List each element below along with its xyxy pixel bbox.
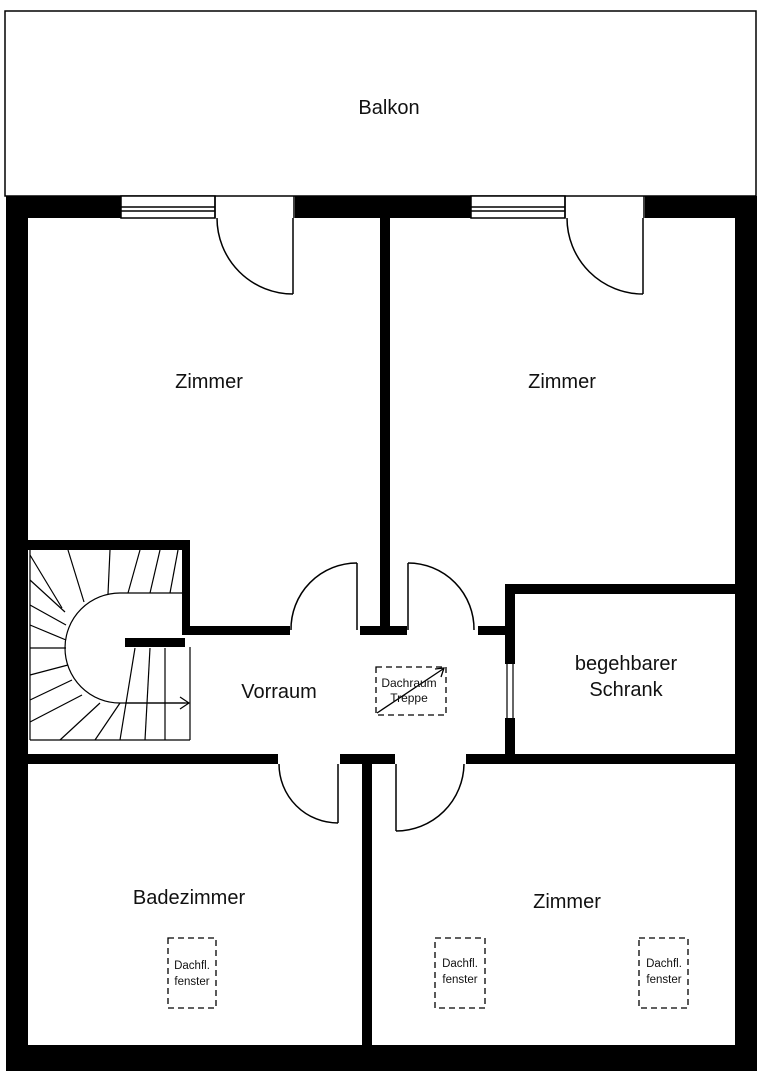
staircase — [29, 549, 191, 741]
door-balcony-left — [214, 196, 295, 295]
skylight-label-line1: Dachfl. — [174, 960, 210, 972]
door-hall-left-room — [290, 562, 358, 631]
attic-stair-hatch — [375, 666, 447, 716]
attic-stair-label-line2: Treppe — [390, 691, 428, 705]
closet-sliding-door — [506, 664, 514, 718]
door-bathroom — [278, 763, 339, 824]
skylight-room-2 — [638, 937, 689, 1009]
door-balcony-right — [564, 196, 645, 295]
skylight-bathroom — [167, 937, 217, 1009]
window-left — [120, 195, 216, 219]
interior-walls — [28, 218, 735, 1045]
skylight-label-line1: Dachfl. — [646, 958, 682, 970]
balcony-label: Balkon — [358, 97, 419, 119]
attic-stair-label-line1: Dachraum — [381, 676, 436, 690]
skylight-label-line2: fenster — [646, 974, 681, 986]
hallway-label: Vorraum — [241, 681, 317, 703]
closet-label-line2: Schrank — [589, 679, 663, 701]
door-room-bottom-right — [395, 763, 465, 832]
skylight-label-line2: fenster — [442, 974, 477, 986]
room-top-left-label: Zimmer — [175, 371, 243, 393]
skylight-room-1 — [434, 937, 486, 1009]
outer-walls — [6, 196, 757, 1071]
balcony — [4, 10, 757, 197]
skylight-label-line1: Dachfl. — [442, 958, 478, 970]
door-hall-right-room — [407, 562, 475, 631]
room-bottom-right-label: Zimmer — [533, 891, 601, 913]
closet-label-line1: begehbarer — [575, 653, 678, 675]
window-right — [470, 195, 566, 219]
bathroom-label: Badezimmer — [133, 887, 246, 909]
skylight-label-line2: fenster — [174, 976, 209, 988]
room-top-right-label: Zimmer — [528, 371, 596, 393]
